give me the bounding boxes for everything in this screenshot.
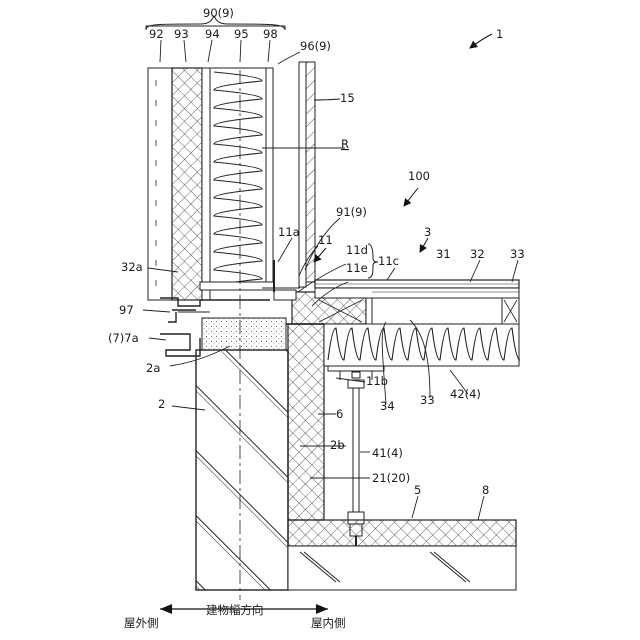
foundation-insulation	[288, 324, 324, 520]
label-2a: 2a	[146, 361, 160, 375]
label-42: 42(4)	[450, 387, 481, 401]
label-94: 94	[205, 27, 220, 41]
label-92: 92	[149, 27, 164, 41]
label-11d: 11d	[346, 243, 368, 257]
label-2: 2	[158, 397, 165, 411]
label-R: R	[341, 137, 349, 151]
building-width-label: 建物幅方向	[206, 603, 264, 617]
label-32: 32	[470, 247, 485, 261]
label-5: 5	[414, 483, 421, 497]
label-96: 96(9)	[300, 39, 331, 53]
label-15: 15	[340, 91, 355, 105]
floor-slab	[288, 520, 516, 590]
label-3: 3	[424, 225, 431, 239]
outdoor-side-label: 屋外側	[124, 616, 159, 630]
label-91: 91(9)	[336, 205, 367, 219]
label-6: 6	[336, 407, 343, 421]
label-11e: 11e	[346, 261, 368, 275]
label-8: 8	[482, 483, 489, 497]
exterior-wall-panel	[146, 26, 315, 300]
label-93: 93	[174, 27, 189, 41]
indoor-side-label: 屋内側	[311, 616, 346, 630]
label-11b: 11b	[366, 374, 388, 388]
label-90: 90(9)	[203, 6, 234, 20]
label-11: 11	[318, 233, 333, 247]
label-33-top: 33	[510, 247, 525, 261]
label-2b: 2b	[330, 438, 345, 452]
label-100: 100	[408, 169, 430, 183]
label-21: 21(20)	[372, 471, 410, 485]
label-98: 98	[263, 27, 278, 41]
label-97: 97	[119, 303, 134, 317]
label-11a: 11a	[278, 225, 300, 239]
label-33-bottom: 33	[420, 393, 435, 407]
label-41: 41(4)	[372, 446, 403, 460]
direction-indicator: 屋外側 建物幅方向 屋内側	[124, 603, 346, 630]
label-32a: 32a	[121, 260, 143, 274]
label-1: 1	[496, 27, 503, 41]
label-11c: 11c	[378, 254, 399, 268]
sill-mortar	[202, 318, 286, 350]
label-34: 34	[380, 399, 395, 413]
label-95: 95	[234, 27, 249, 41]
label-31: 31	[436, 247, 451, 261]
label-7a: (7)7a	[108, 331, 139, 345]
